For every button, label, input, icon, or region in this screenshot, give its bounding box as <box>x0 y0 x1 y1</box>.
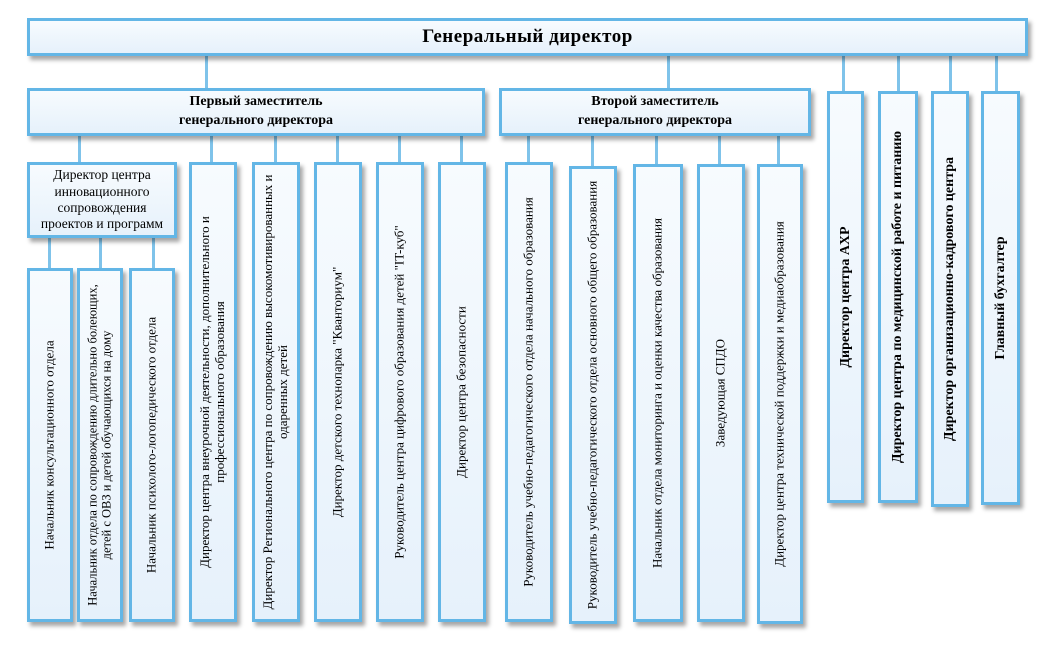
gifted-children-center-box[interactable]: Директор Регионального центра по сопрово… <box>252 162 300 622</box>
hr-center-label: Директор организационно-кадрового центра <box>941 156 957 442</box>
innovation-center-line1: Директор центра <box>53 167 151 183</box>
innovation-center-line2: инновационного <box>54 183 150 199</box>
general-education-department-box[interactable]: Руководитель учебно-педагогического отде… <box>569 166 617 624</box>
ahr-center-label: Директор центра АХР <box>837 226 853 368</box>
general-director-box[interactable]: Генеральный директор <box>27 18 1028 56</box>
connector <box>897 56 900 91</box>
chief-accountant-label: Главный бухгалтер <box>992 236 1008 360</box>
long-term-ill-support-label: Начальник отдела по сопровождению длител… <box>85 284 114 606</box>
connector <box>152 238 155 268</box>
tech-support-center-label: Директор центра технической поддержки и … <box>771 221 787 567</box>
spdo-head-box[interactable]: Заведующая СПДО <box>697 164 745 622</box>
connector <box>398 136 401 162</box>
connector <box>78 136 81 162</box>
safety-center-label: Директор центра безопасности <box>453 306 469 478</box>
speech-therapy-department-label: Начальник психолого-логопедического отде… <box>143 316 159 574</box>
connector <box>336 136 339 162</box>
connector <box>205 56 208 88</box>
connector <box>667 56 670 88</box>
first-deputy-label-line1: Первый заместитель <box>189 94 323 110</box>
monitoring-department-label: Начальник отдела мониторинга и оценки ка… <box>649 217 665 569</box>
second-deputy-label-line2: генерального директора <box>577 113 733 128</box>
medical-center-label: Директор центра по медицинской работе и … <box>889 130 905 464</box>
medical-center-box[interactable]: Директор центра по медицинской работе и … <box>878 91 918 503</box>
kvantorium-box[interactable]: Директор детского технопарка "Кванториум… <box>314 162 362 622</box>
consulting-department-box[interactable]: Начальник консультационного отдела <box>27 268 73 622</box>
primary-education-department-box[interactable]: Руководитель учебно-педагогического отде… <box>505 162 553 622</box>
consulting-department-label: Начальник консультационного отдела <box>41 340 57 550</box>
tech-support-center-box[interactable]: Директор центра технической поддержки и … <box>757 164 803 624</box>
innovation-center-box[interactable]: Директор центра инновационного сопровожд… <box>27 162 177 238</box>
connector <box>655 136 658 164</box>
speech-therapy-department-box[interactable]: Начальник психолого-логопедического отде… <box>129 268 175 622</box>
connector <box>949 56 952 91</box>
it-cube-label: Руководитель центра цифрового образовани… <box>391 225 407 559</box>
connector <box>210 136 213 162</box>
connector <box>48 238 51 268</box>
second-deputy-box[interactable]: Второй заместитель генерального директор… <box>499 88 811 136</box>
long-term-ill-support-box[interactable]: Начальник отдела по сопровождению длител… <box>77 268 123 622</box>
connector <box>718 136 721 164</box>
kvantorium-label: Директор детского технопарка "Кванториум… <box>329 266 345 518</box>
connector <box>99 238 102 268</box>
it-cube-box[interactable]: Руководитель центра цифрового образовани… <box>376 162 424 622</box>
gifted-children-center-label: Директор Регионального центра по сопрово… <box>260 174 290 610</box>
connector <box>591 136 594 166</box>
connector <box>527 136 530 162</box>
extracurricular-center-box[interactable]: Директор центра внеурочной деятельности,… <box>189 162 237 622</box>
primary-education-department-label: Руководитель учебно-педагогического отде… <box>520 197 536 587</box>
connector <box>995 56 998 91</box>
innovation-center-line3: сопровождения <box>57 200 147 215</box>
connector <box>274 136 277 162</box>
connector <box>460 136 463 162</box>
first-deputy-label-line2: генерального директора <box>178 113 334 128</box>
connector <box>777 136 780 164</box>
monitoring-department-box[interactable]: Начальник отдела мониторинга и оценки ка… <box>633 164 683 622</box>
extracurricular-center-label: Директор центра внеурочной деятельности,… <box>197 216 227 568</box>
spdo-head-label: Заведующая СПДО <box>712 338 728 448</box>
second-deputy-label-line1: Второй заместитель <box>591 94 719 110</box>
connector <box>842 56 845 91</box>
chief-accountant-box[interactable]: Главный бухгалтер <box>981 91 1020 505</box>
safety-center-box[interactable]: Директор центра безопасности <box>438 162 486 622</box>
general-education-department-label: Руководитель учебно-педагогического отде… <box>584 180 600 610</box>
innovation-center-line4: проектов и программ <box>40 216 164 232</box>
ahr-center-box[interactable]: Директор центра АХР <box>827 91 864 503</box>
first-deputy-box[interactable]: Первый заместитель генерального директор… <box>27 88 485 136</box>
hr-center-box[interactable]: Директор организационно-кадрового центра <box>931 91 969 507</box>
general-director-label: Генеральный директор <box>422 26 633 47</box>
